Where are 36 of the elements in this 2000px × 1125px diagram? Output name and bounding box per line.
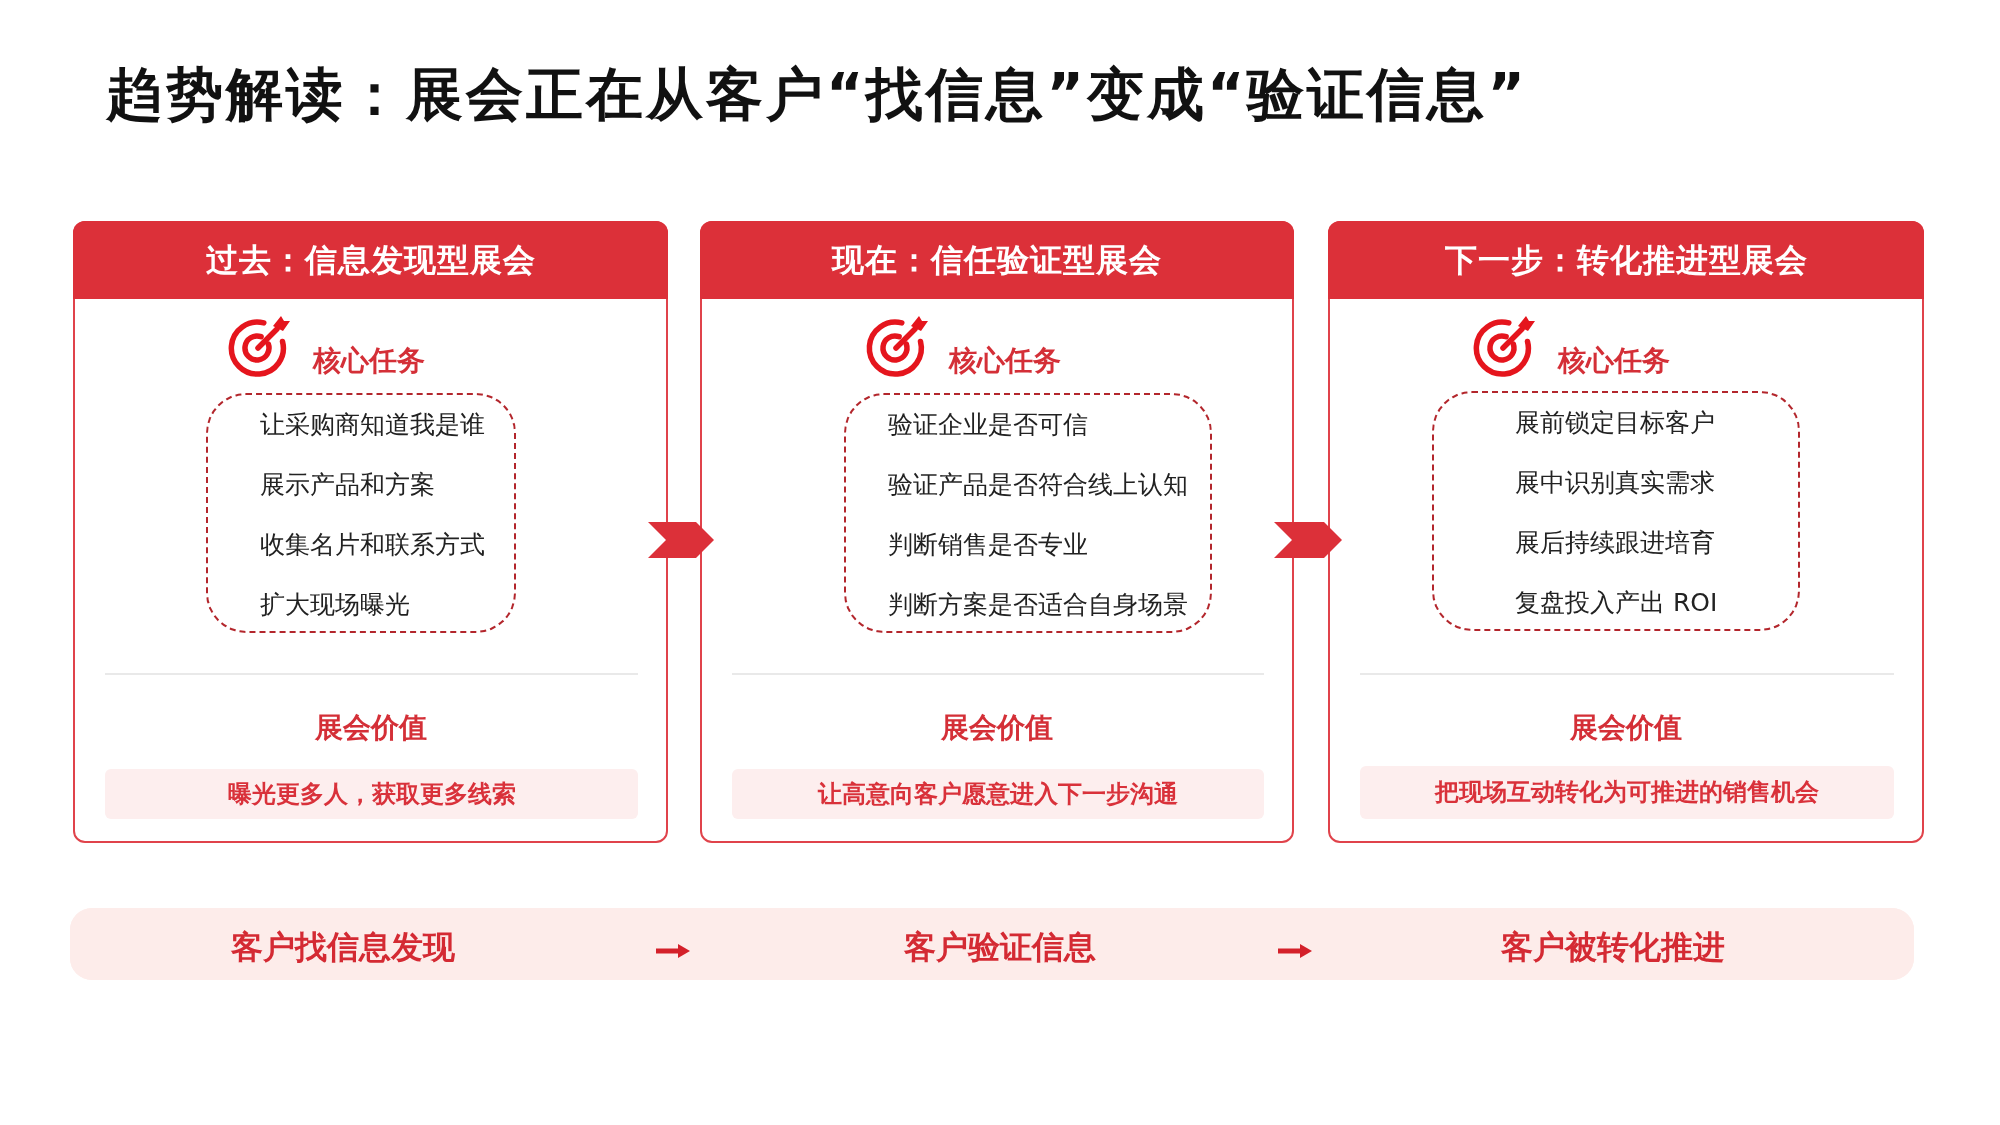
list-item: 扩大现场曝光: [260, 589, 410, 621]
value-banner: 让高意向客户愿意进入下一步沟通: [732, 769, 1264, 819]
flow-band: [70, 908, 1914, 980]
card-header: 现在：信任验证型展会: [700, 221, 1294, 299]
list-item: 展中识别真实需求: [1515, 467, 1715, 499]
section-heading: 展会价值: [1570, 711, 1682, 744]
stage-card: [73, 221, 668, 843]
list-item: 判断销售是否专业: [888, 529, 1088, 561]
stage-card: [1328, 221, 1924, 843]
section-heading: 核心任务: [313, 344, 425, 378]
list-item: 收集名片和联系方式: [260, 529, 485, 561]
page-title: 趋势解读：展会正在从客户“找信息”变成“验证信息”: [106, 60, 1528, 129]
card-header: 下一步：转化推进型展会: [1328, 221, 1924, 299]
task-list-box: [844, 393, 1212, 633]
arrow: [1278, 944, 1312, 958]
list-item: 让采购商知道我是谁: [260, 409, 485, 441]
list-item: 验证产品是否符合线上认知: [888, 469, 1188, 501]
section-heading: 核心任务: [1558, 344, 1670, 378]
section-heading: 展会价值: [941, 711, 1053, 744]
arrow: [656, 944, 690, 958]
card-header: 过去：信息发现型展会: [73, 221, 668, 299]
stage-card: [700, 221, 1294, 843]
section-heading: 核心任务: [949, 344, 1061, 378]
task-list-box: [206, 393, 516, 633]
chevron-arrow: [1274, 522, 1342, 558]
list-item: 展示产品和方案: [260, 469, 435, 501]
section-heading: 展会价值: [314, 711, 427, 744]
list-item: 展前锁定目标客户: [1515, 407, 1715, 439]
task-list-box: [1432, 391, 1800, 631]
list-item: 判断方案是否适合自身场景: [888, 589, 1188, 621]
list-item: 验证企业是否可信: [888, 409, 1088, 441]
chevron-arrow: [648, 522, 714, 558]
value-banner: 把现场互动转化为可推进的销售机会: [1360, 766, 1894, 819]
list-item: 展后持续跟进培育: [1515, 527, 1715, 559]
value-banner: 曝光更多人，获取更多线索: [105, 769, 638, 819]
list-item: 复盘投入产出 ROI: [1515, 587, 1718, 619]
